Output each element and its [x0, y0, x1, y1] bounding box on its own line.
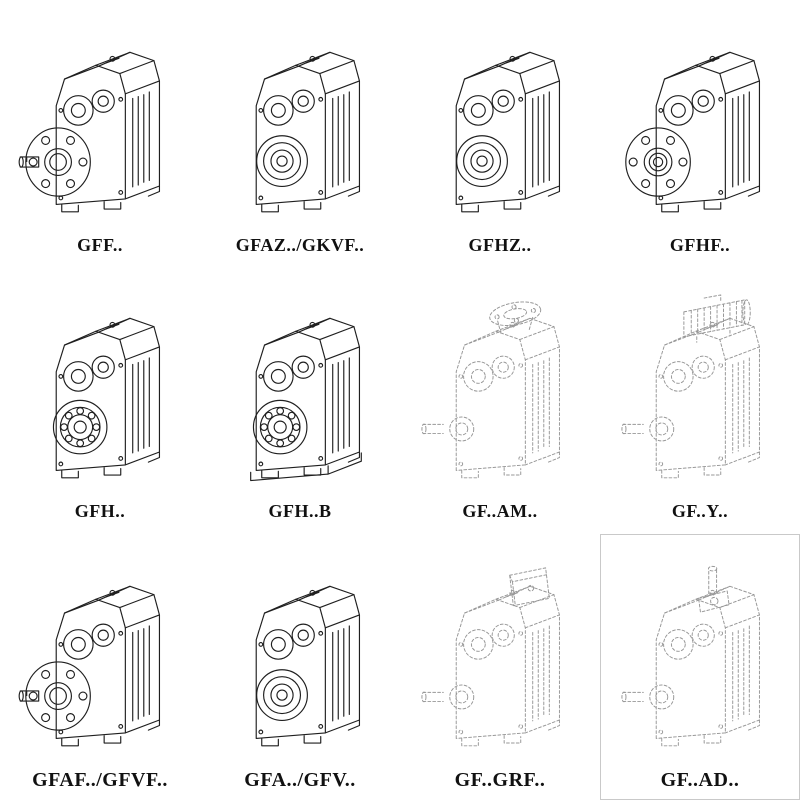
- product-label: GF..AD..: [660, 769, 740, 791]
- cell-gf-grf: GF..GRF..: [400, 534, 600, 800]
- cell-gf-am: GF..AM..: [400, 268, 600, 534]
- product-label: GFAZ../GKVF..: [235, 235, 365, 255]
- product-label: GFF..: [77, 235, 123, 255]
- gearbox-flange-shaft-icon: [10, 21, 190, 233]
- cell-gfh: GFH..: [0, 268, 200, 534]
- gearbox-hollow-shaft-icon: [410, 21, 590, 233]
- product-label: GFH..: [74, 501, 126, 521]
- product-label: GFH..B: [268, 501, 332, 521]
- cell-gfaf-gfvf: GFAF../GFVF..: [0, 534, 200, 800]
- gearbox-hollow-shaft-icon: [210, 555, 390, 767]
- product-label: GF..Y..: [671, 501, 729, 521]
- gearbox-hollow-shaft-icon: [210, 21, 390, 233]
- gearbox-adapter-box-icon: [410, 555, 590, 767]
- gearbox-flange-shaft-icon: [10, 555, 190, 767]
- product-label: GFA../GFV..: [244, 769, 356, 791]
- product-label: GF..AM..: [462, 501, 538, 521]
- cell-gfhz: GFHZ..: [400, 2, 600, 268]
- gearbox-bearing-icon: [10, 287, 190, 499]
- gearbox-with-motor-icon: [610, 287, 790, 499]
- product-label: GF..GRF..: [454, 769, 546, 791]
- gearbox-bearing-base-icon: [210, 287, 390, 499]
- gearbox-flange-hollow-icon: [610, 21, 790, 233]
- product-label: GFAF../GFVF..: [32, 769, 168, 791]
- cell-gfa-gfv: GFA../GFV..: [200, 534, 400, 800]
- product-label: GFHZ..: [468, 235, 532, 255]
- cell-gfh-b: GFH..B: [200, 268, 400, 534]
- gearbox-motor-adapter-icon: [410, 287, 590, 499]
- gearbox-input-adapter-icon: [610, 555, 790, 767]
- cell-gf-y: GF..Y..: [600, 268, 800, 534]
- cell-gfaz-gkvf: GFAZ../GKVF..: [200, 2, 400, 268]
- cell-gfhf: GFHF..: [600, 2, 800, 268]
- product-label: GFHF..: [669, 235, 731, 255]
- cell-gff: GFF..: [0, 2, 200, 268]
- cell-gf-ad: GF..AD..: [600, 534, 800, 800]
